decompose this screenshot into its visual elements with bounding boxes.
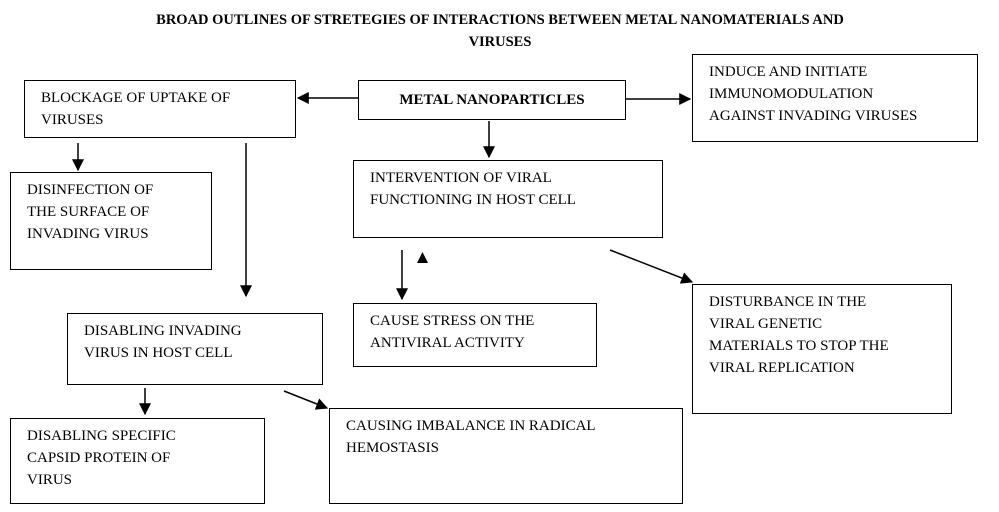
node-intervention: INTERVENTION OF VIRAL FUNCTIONING IN HOS… [353,160,663,238]
arrow-intervention-to-genetic [609,249,694,284]
node-intervention-label: INTERVENTION OF VIRAL FUNCTIONING IN HOS… [370,170,576,208]
node-disinfection-label: DISINFECTION OF THE SURFACE OF INVADING … [27,182,154,242]
arrow-disabling-to-radical [283,390,329,410]
node-immunomodulation: INDUCE AND INITIATE IMMUNOMODULATION AGA… [692,54,978,142]
arrow-stress-up-marker [417,252,428,263]
node-genetic-disturbance: DISTURBANCE IN THE VIRAL GENETIC MATERIA… [692,284,952,414]
node-stress-antiviral-label: CAUSE STRESS ON THE ANTIVIRAL ACTIVITY [370,313,535,351]
node-disabling-host: DISABLING INVADING VIRUS IN HOST CELL [67,313,323,385]
node-disabling-host-label: DISABLING INVADING VIRUS IN HOST CELL [84,323,242,361]
node-stress-antiviral: CAUSE STRESS ON THE ANTIVIRAL ACTIVITY [353,303,597,367]
node-capsid-protein: DISABLING SPECIFIC CAPSID PROTEIN OF VIR… [10,418,265,504]
node-blockage-uptake: BLOCKAGE OF UPTAKE OF VIRUSES [24,80,296,138]
node-genetic-disturbance-label: DISTURBANCE IN THE VIRAL GENETIC MATERIA… [709,294,889,376]
node-disinfection: DISINFECTION OF THE SURFACE OF INVADING … [10,172,212,270]
node-metal-nanoparticles-label: METAL NANOPARTICLES [399,92,585,108]
node-immunomodulation-label: INDUCE AND INITIATE IMMUNOMODULATION AGA… [709,64,918,124]
diagram-title: BROAD OUTLINES OF STRETEGIES OF INTERACT… [156,12,844,50]
node-radical-imbalance: CAUSING IMBALANCE IN RADICAL HEMOSTASIS [329,408,683,504]
node-blockage-uptake-label: BLOCKAGE OF UPTAKE OF VIRUSES [41,90,231,128]
node-metal-nanoparticles: METAL NANOPARTICLES [358,80,626,120]
node-capsid-protein-label: DISABLING SPECIFIC CAPSID PROTEIN OF VIR… [27,428,176,488]
node-radical-imbalance-label: CAUSING IMBALANCE IN RADICAL HEMOSTASIS [346,418,596,456]
